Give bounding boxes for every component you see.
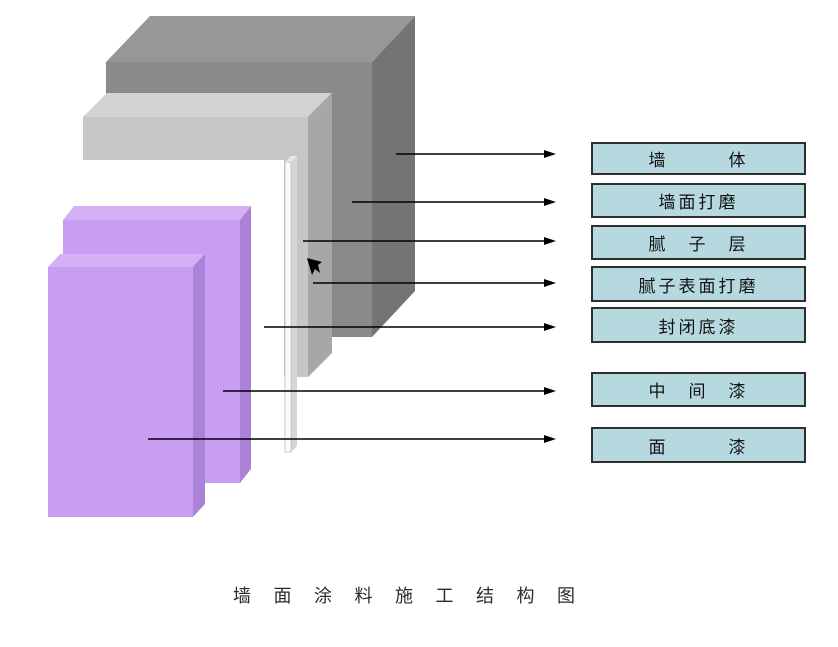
arrow-top-coat xyxy=(148,435,556,443)
layer-primer-top-face xyxy=(285,156,297,162)
arrow-putty-grinding xyxy=(313,279,556,287)
layer-top-coat-side-face xyxy=(193,254,205,517)
arrow-putty-grinding-head xyxy=(544,279,556,287)
layer-mid-coat-side-face xyxy=(240,206,251,483)
layer-top-coat-top-face xyxy=(48,254,205,267)
layer-mid-coat-top-face xyxy=(63,206,251,220)
layer-putty-side-face xyxy=(308,93,332,377)
layer-primer xyxy=(284,156,297,453)
arrow-mid-coat xyxy=(223,387,556,395)
layer-wall-top-face xyxy=(106,16,415,62)
label-text-mid-coat: 中 间 漆 xyxy=(648,382,749,401)
cursor-icon xyxy=(307,258,322,275)
label-box-wall-grinding: 墙面打磨 xyxy=(591,183,806,218)
arrow-putty-layer xyxy=(303,237,556,245)
arrow-primer-head xyxy=(544,323,556,331)
label-text-top-coat: 面 漆 xyxy=(648,437,749,457)
arrow-wall-grinding xyxy=(352,198,556,206)
arrow-top-coat-head xyxy=(544,435,556,443)
label-box-putty-grinding: 腻子表面打磨 xyxy=(591,266,806,302)
layer-primer-front-face xyxy=(284,161,292,453)
layer-top-coat xyxy=(48,254,205,517)
label-text-wall: 墙 体 xyxy=(648,151,749,170)
label-box-putty-layer: 腻 子 层 xyxy=(591,225,806,260)
layer-putty-top-face xyxy=(83,93,332,117)
arrow-wall-head xyxy=(544,150,556,158)
diagram-title: 墙 面 涂 料 施 工 结 构 图 xyxy=(233,586,584,606)
label-box-primer: 封闭底漆 xyxy=(591,307,806,343)
arrow-mid-coat-head xyxy=(544,387,556,395)
layer-primer-side-face xyxy=(291,156,297,452)
label-box-mid-coat: 中 间 漆 xyxy=(591,372,806,407)
arrow-putty-layer-head xyxy=(544,237,556,245)
arrow-wall xyxy=(396,150,556,158)
arrow-wall-grinding-head xyxy=(544,198,556,206)
layer-wall-side-face xyxy=(372,16,415,337)
label-text-primer: 封闭底漆 xyxy=(658,317,739,337)
label-box-wall: 墙 体 xyxy=(591,142,806,175)
label-box-top-coat: 面 漆 xyxy=(591,427,806,463)
layer-top-coat-front-face xyxy=(48,267,193,517)
label-text-putty-grinding: 腻子表面打磨 xyxy=(638,276,759,296)
label-text-wall-grinding: 墙面打磨 xyxy=(658,193,739,212)
arrow-primer xyxy=(264,323,556,331)
label-text-putty-layer: 腻 子 层 xyxy=(648,235,749,254)
